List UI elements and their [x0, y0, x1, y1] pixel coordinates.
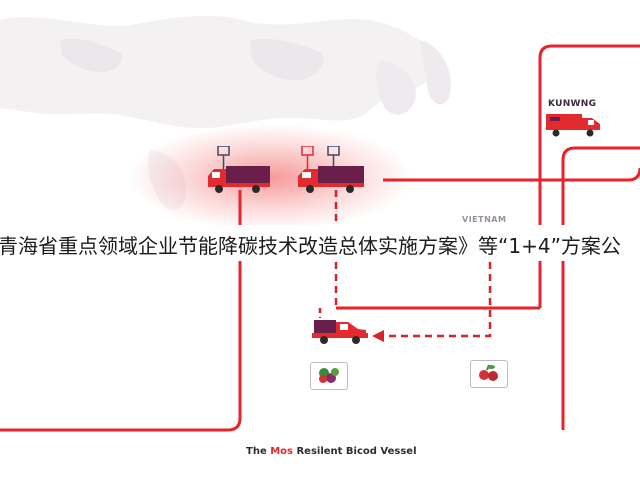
- caption: The Mos Resilent Bicod Vessel: [246, 446, 417, 457]
- truck-icon: [208, 166, 270, 193]
- vegetables-icon: [319, 368, 339, 383]
- country-label-vietnam: VIETNAM: [462, 215, 507, 224]
- overlay-banner: 青海省重点领域企业节能降碳技术改造总体实施方案》等“1+4”方案公: [0, 225, 640, 261]
- route-inner-right: [561, 146, 640, 430]
- produce-tile-left: [310, 362, 348, 390]
- city-label-kunming: KUNWNG: [548, 99, 597, 109]
- truck-icon: [312, 320, 368, 344]
- route-origin-to-kunming: [383, 167, 640, 182]
- banner-text: 青海省重点领域企业节能降碳技术改造总体实施方案》等“1+4”方案公: [0, 234, 621, 258]
- caption-part-3: Resilent Bicod Vessel: [293, 446, 417, 457]
- fruit-icon: [479, 364, 498, 381]
- route-outer-left: [0, 190, 242, 432]
- route-outer-right: [538, 44, 640, 308]
- produce-tile-right: [470, 360, 508, 388]
- route-dashed-arrow: [382, 250, 492, 338]
- caption-part-2: Mos: [270, 446, 293, 457]
- caption-part-1: The: [246, 446, 271, 457]
- truck-icon: [298, 166, 364, 193]
- arrowhead-left: [372, 330, 384, 342]
- truck-icon: [546, 114, 600, 137]
